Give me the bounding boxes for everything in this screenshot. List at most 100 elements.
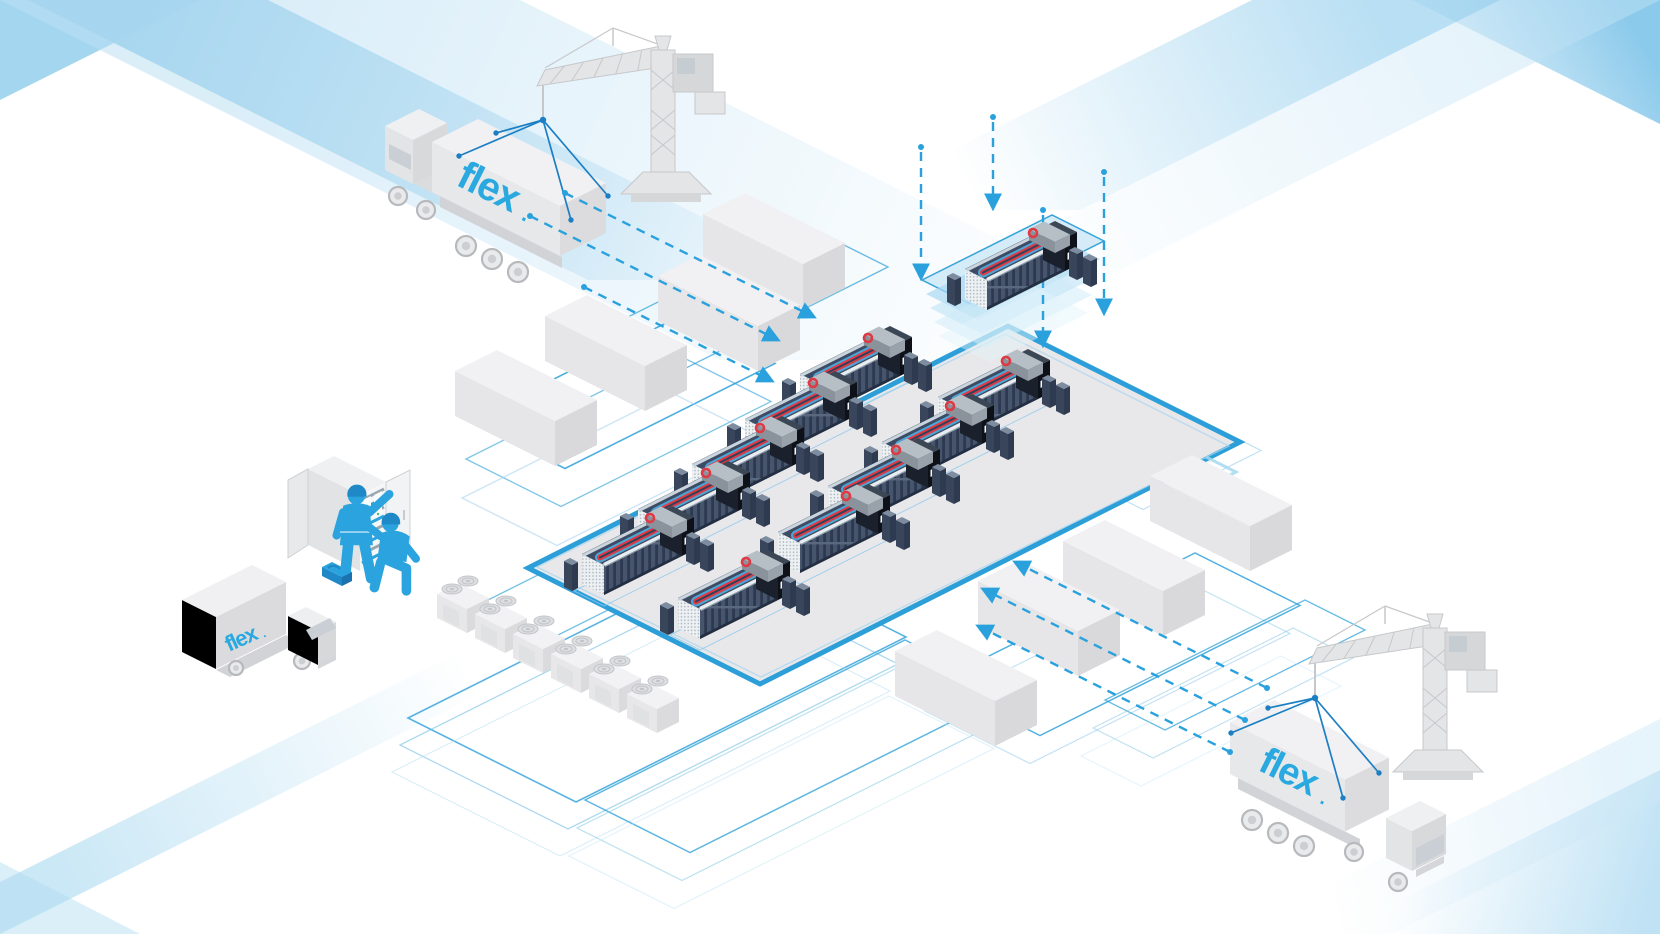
leg	[369, 557, 386, 593]
vent-panel	[557, 664, 573, 687]
rack-pod	[660, 550, 810, 651]
face-top	[1063, 520, 1205, 591]
boom-lattice	[1409, 627, 1415, 649]
face-long	[750, 491, 756, 520]
face-top	[896, 517, 910, 524]
face-top	[308, 456, 386, 495]
face-sw	[1386, 818, 1412, 871]
face-long	[668, 606, 674, 635]
face-end	[1069, 250, 1077, 280]
flex-logo-mark: .	[259, 626, 267, 640]
crane-boom	[1308, 623, 1442, 665]
cdu-red-curl	[1000, 355, 1012, 367]
pod-end-pillar	[986, 420, 1000, 453]
tower-lattice	[650, 69, 676, 91]
fan-hub	[487, 607, 493, 611]
face-top	[182, 565, 286, 617]
face-long	[804, 587, 810, 616]
face-long	[955, 277, 961, 306]
fan-hub	[541, 619, 547, 623]
face-long	[804, 446, 810, 475]
face-top	[385, 109, 447, 140]
sling-apex-dot	[1311, 694, 1319, 702]
face-end	[986, 423, 994, 453]
face-se	[1345, 757, 1389, 832]
wheel	[506, 260, 530, 284]
fan-hub	[601, 667, 607, 671]
face-end	[965, 269, 987, 310]
fan-hub	[655, 679, 661, 683]
face-top	[756, 494, 770, 501]
footprint-outline	[1079, 655, 1343, 787]
status-led	[376, 512, 380, 516]
face-end	[756, 497, 764, 527]
face-long	[994, 424, 1000, 453]
dot	[394, 192, 402, 200]
pod-end-pillar	[1042, 375, 1056, 408]
toolbox	[322, 562, 352, 586]
counterweight	[1466, 669, 1498, 693]
face-top	[1386, 801, 1446, 831]
face-top	[809, 371, 850, 392]
face-long	[1064, 386, 1070, 415]
hard-hat	[347, 484, 367, 497]
boom-lattice	[549, 65, 565, 85]
drop-arrow-dot	[1040, 207, 1046, 213]
cooling-unit	[627, 675, 679, 733]
sling-dot	[1376, 770, 1382, 776]
shipping-container	[978, 560, 1120, 676]
boom-lattice	[1343, 639, 1357, 660]
box-truck-group	[182, 565, 336, 677]
loop-core	[655, 480, 719, 514]
boom-lattice	[593, 57, 604, 78]
shipping-container	[895, 630, 1037, 746]
face-end	[1042, 378, 1050, 408]
pod-end-pillar	[1083, 254, 1097, 287]
loop-core	[795, 503, 859, 537]
face-long	[835, 384, 850, 403]
torso	[377, 530, 410, 562]
stay-cable	[1316, 605, 1386, 647]
face-top	[892, 438, 933, 459]
toolbox-handle	[327, 564, 341, 570]
dot	[461, 241, 471, 251]
containers-upper-left	[455, 193, 845, 466]
wheel	[454, 234, 478, 258]
fan-ring	[521, 625, 535, 633]
rack-pods-group	[564, 326, 1070, 651]
sling-dot	[568, 217, 574, 223]
boom-lattice	[637, 49, 643, 71]
face-sw	[322, 567, 342, 586]
face-se	[645, 345, 687, 411]
face-top	[674, 468, 688, 475]
pod-base-shadow	[604, 553, 682, 595]
loop-core	[845, 457, 909, 491]
beam-bl	[0, 642, 480, 934]
tower-lattice	[650, 134, 676, 156]
face-top	[756, 416, 797, 437]
lower-right-truck	[1230, 605, 1498, 893]
face-top	[700, 539, 714, 546]
sling-apex-dot	[539, 116, 547, 124]
face-end	[1000, 430, 1008, 460]
face-top	[895, 630, 1037, 701]
sling-dot	[605, 193, 611, 199]
sling-dot	[1265, 705, 1271, 711]
face-long	[764, 498, 770, 527]
boom-lattice	[1387, 631, 1395, 653]
dot	[1247, 815, 1257, 825]
fan-hub	[449, 587, 455, 591]
wheel	[1343, 841, 1365, 863]
trailer-chassis	[1238, 778, 1360, 850]
face-long	[918, 451, 933, 470]
face-top	[322, 562, 352, 577]
rack-pod	[564, 506, 714, 607]
electrical-cabinet-crew-group	[287, 456, 421, 596]
wheel	[227, 659, 245, 677]
cdu-red-curl	[890, 444, 902, 456]
face-end	[796, 586, 804, 616]
wheel	[480, 247, 504, 271]
face-top	[760, 536, 774, 543]
